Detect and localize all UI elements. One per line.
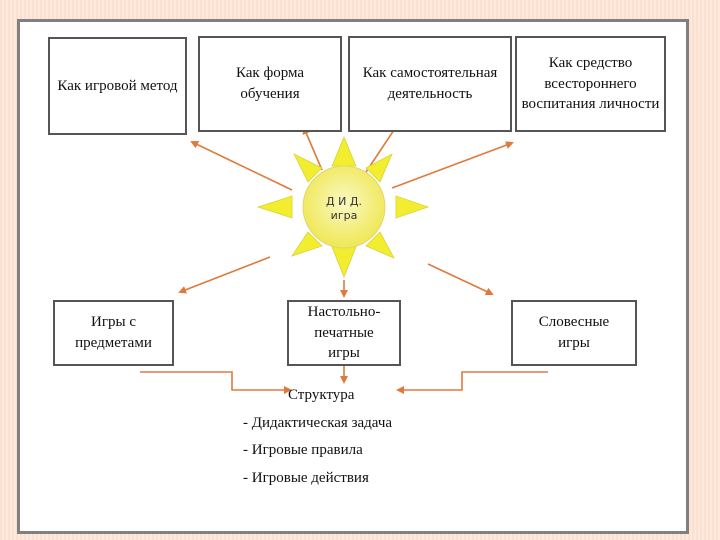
box-object-games: Игры с предметами: [53, 300, 174, 366]
box-object-games-label: Игры с предметами: [75, 314, 152, 351]
sun-label: Д И Д. игра: [303, 178, 385, 240]
ray-w: [256, 195, 293, 219]
ray-s: [331, 246, 357, 279]
box-word-games: Словесные игры: [511, 300, 637, 366]
arrow-to-learning-form: [302, 126, 323, 171]
box-word-games-label: Словесные игры: [538, 314, 610, 351]
sun-core: [302, 165, 386, 249]
ray-se: [365, 231, 395, 259]
structure-item-actions: - Игровые действия: [243, 470, 369, 486]
structure-title: Структура: [288, 387, 355, 403]
structure-connector: [140, 366, 548, 394]
arrow-to-object-games: [178, 256, 271, 294]
box-board-games: Настольно-печатные игры: [287, 300, 401, 366]
arrow-to-independent-activity: [365, 122, 400, 173]
arrows: [178, 122, 514, 298]
box-learning-form-label: Как форма обучения: [235, 65, 305, 102]
sun-label-line1: Д И Д.: [326, 195, 362, 209]
box-independent-activity: Как самостоятельная деятельность: [348, 36, 512, 132]
box-game-method-label: Как игровой метод: [57, 77, 178, 94]
ray-nw: [293, 153, 323, 183]
arrow-to-word-games: [427, 263, 494, 296]
box-learning-form: Как форма обучения: [198, 36, 342, 132]
ray-n: [331, 135, 357, 167]
box-game-method: Как игровой метод: [48, 37, 187, 135]
structure-item-rules: - Игровые правила: [243, 442, 363, 458]
arrow-to-upbringing: [391, 141, 514, 189]
ray-sw: [291, 231, 323, 257]
box-upbringing-label: Как средство всестороннего воспитания ли…: [521, 54, 660, 113]
arrow-to-game-method: [190, 140, 293, 191]
ray-ne: [365, 153, 393, 183]
box-upbringing: Как средство всестороннего воспитания ли…: [515, 36, 666, 132]
box-board-games-label: Настольно-печатные игры: [307, 303, 381, 362]
ray-e: [395, 195, 430, 219]
structure-item-task: - Дидактическая задача: [243, 415, 393, 431]
sun-label-line2: игра: [330, 209, 358, 222]
box-independent-activity-label: Как самостоятельная деятельность: [362, 65, 498, 102]
